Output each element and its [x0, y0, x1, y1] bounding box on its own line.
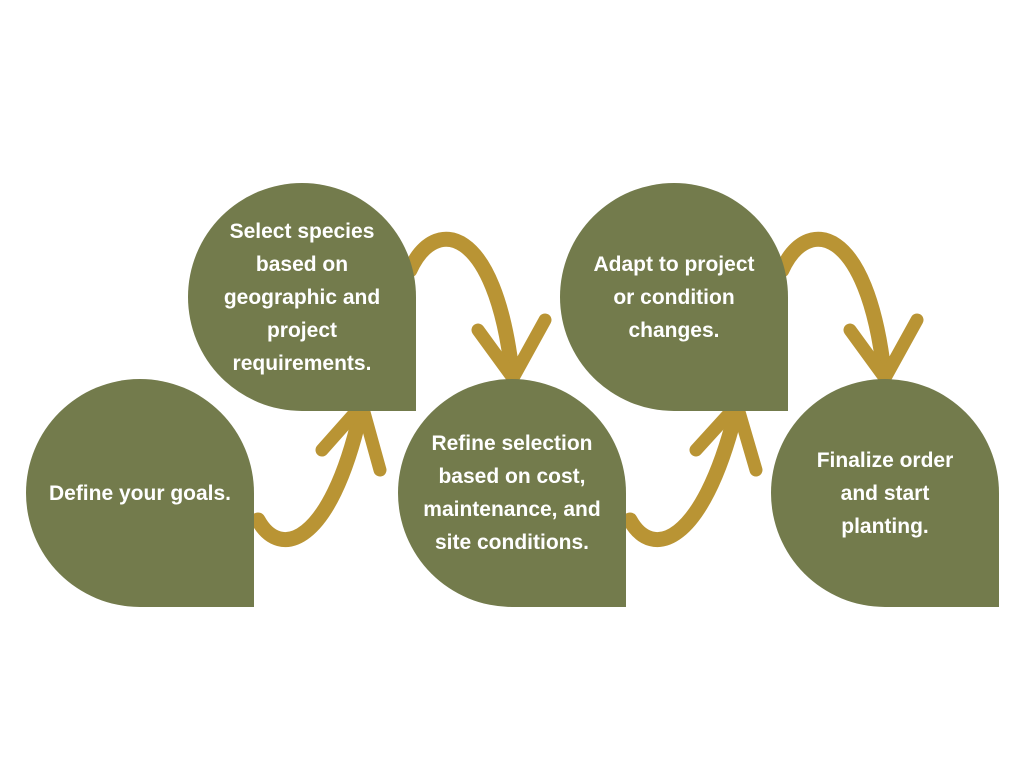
- arrowhead-step3: [471, 313, 552, 385]
- step-1-bubble: Define your goals.: [26, 379, 254, 607]
- step-3-bubble: Refine selection based on cost, maintena…: [398, 379, 626, 607]
- arrow-step3-to-step4: [622, 407, 743, 547]
- step-2-bubble: Select species based on geographic and p…: [188, 183, 416, 411]
- step-2-label: Select species based on geographic and p…: [223, 219, 381, 375]
- arrow-step1-to-step2: [250, 407, 368, 547]
- step-4-bubble: Adapt to project or condition changes.: [560, 183, 788, 411]
- step-3-label: Refine selection based on cost, maintena…: [423, 432, 601, 554]
- step-4-label: Adapt to project or condition changes.: [593, 252, 755, 342]
- step-5-label: Finalize order and start planting.: [816, 448, 954, 538]
- arrowhead-step5: [843, 313, 924, 385]
- arrow-step4-to-step5: [774, 231, 892, 380]
- step-1-label: Define your goals.: [48, 481, 232, 505]
- arrow-step2-to-step3: [402, 231, 520, 380]
- step-5-bubble: Finalize order and start planting.: [771, 379, 999, 607]
